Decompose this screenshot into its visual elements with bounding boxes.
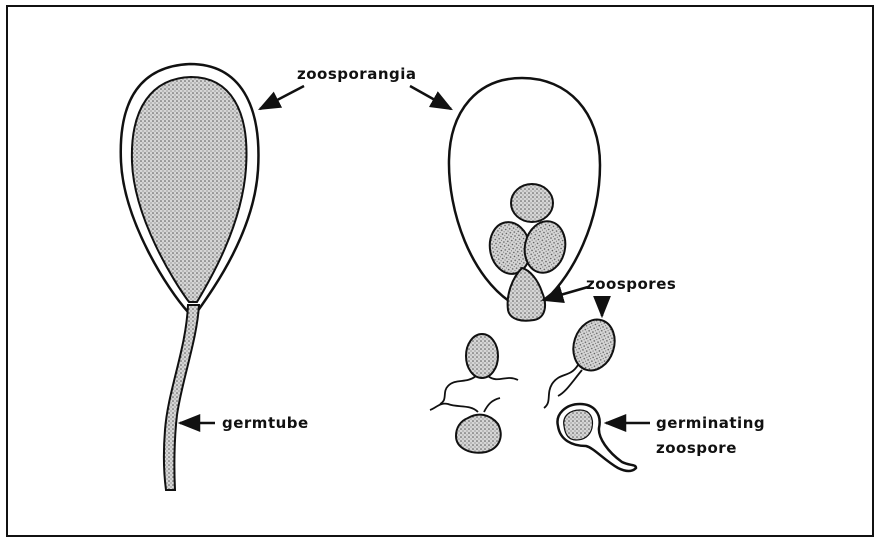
arrow-to-right-sporangium [410, 86, 451, 109]
sporangium-protoplast [132, 77, 247, 302]
zoospore-inside-1 [511, 184, 553, 222]
free-zoospore-2 [544, 314, 621, 408]
germinating-zoospore [558, 404, 636, 471]
label-zoospores: zoospores [586, 275, 676, 293]
free-zoospore-1 [440, 334, 518, 404]
arrow-to-left-sporangium [260, 86, 304, 109]
arrow-to-exiting-zoospore [543, 287, 588, 300]
label-germinating: germinating [656, 414, 765, 432]
free-zoospore-3 [430, 398, 501, 453]
zoospore-exiting [508, 268, 545, 321]
germtube [164, 305, 199, 490]
label-germtube: germtube [222, 414, 309, 432]
label-zoosporangia: zoosporangia [297, 65, 417, 83]
label-zoospore: zoospore [656, 439, 737, 457]
zoospore-inside-3 [520, 217, 570, 276]
right-zoosporangium [449, 78, 600, 321]
figure-frame [7, 6, 873, 536]
